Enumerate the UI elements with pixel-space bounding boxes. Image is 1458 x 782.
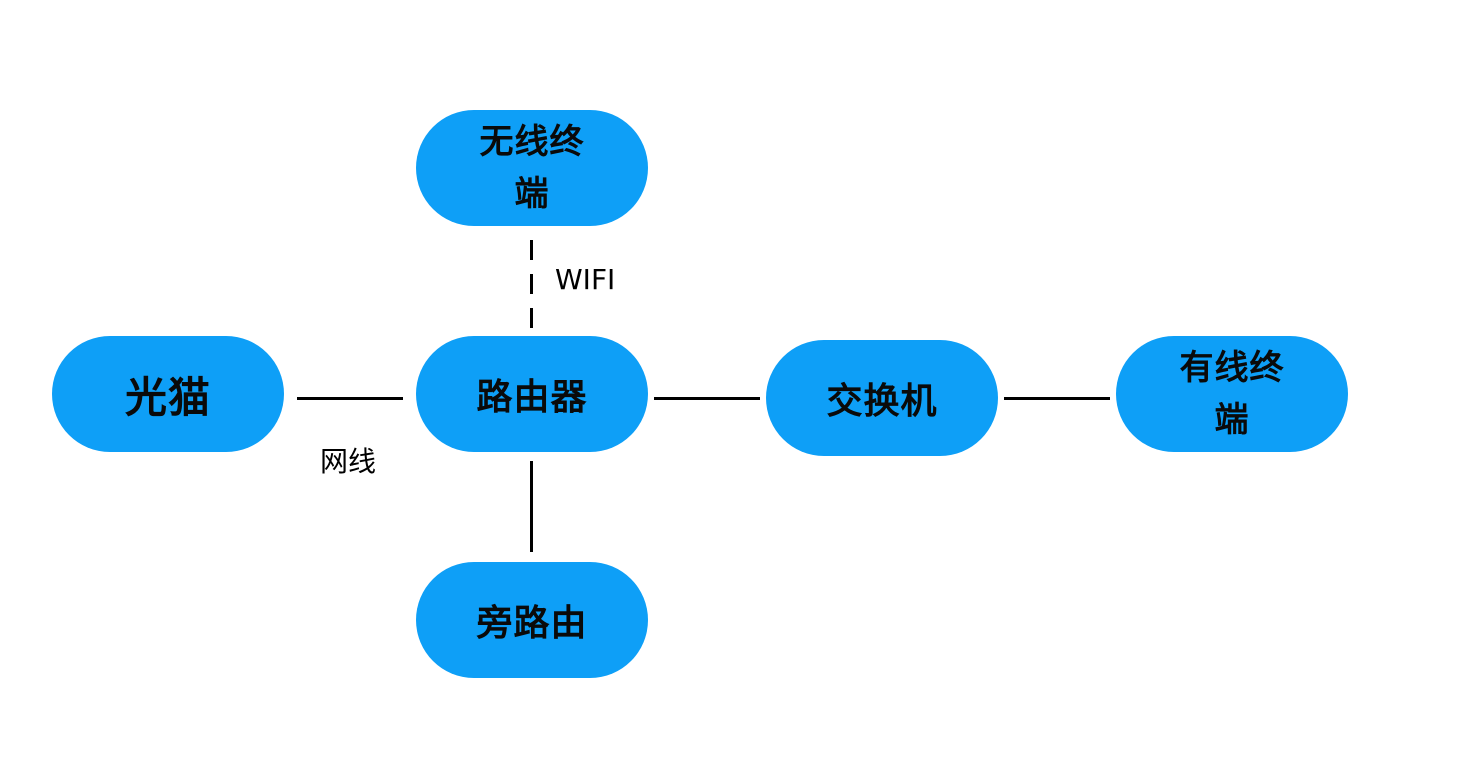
edge-modem-router [297,397,403,400]
node-modem-label: 光猫 [124,372,211,422]
node-bypass-router: 旁路由 [416,562,648,678]
node-bypass-router-label: 旁路由 [476,603,588,644]
node-wireless-terminal: 无线终端 [416,110,648,226]
edge-router-switch [654,397,760,400]
node-router-label: 路由器 [476,377,588,418]
edge-router-bypass-router [530,461,533,552]
edge-router-wireless-terminal-dashed [530,240,533,328]
node-switch-label: 交换机 [826,381,938,422]
node-wired-terminal-label: 有线终端 [1179,348,1285,440]
edge-label-ethernet: 网线 [320,445,377,478]
edge-switch-wired-terminal [1004,397,1110,400]
node-router: 路由器 [416,336,648,452]
node-switch: 交换机 [766,340,998,456]
node-wireless-terminal-label: 无线终端 [479,122,585,214]
node-wired-terminal: 有线终端 [1116,336,1348,452]
edge-label-wifi: WIFI [555,263,616,296]
node-modem: 光猫 [52,336,284,452]
